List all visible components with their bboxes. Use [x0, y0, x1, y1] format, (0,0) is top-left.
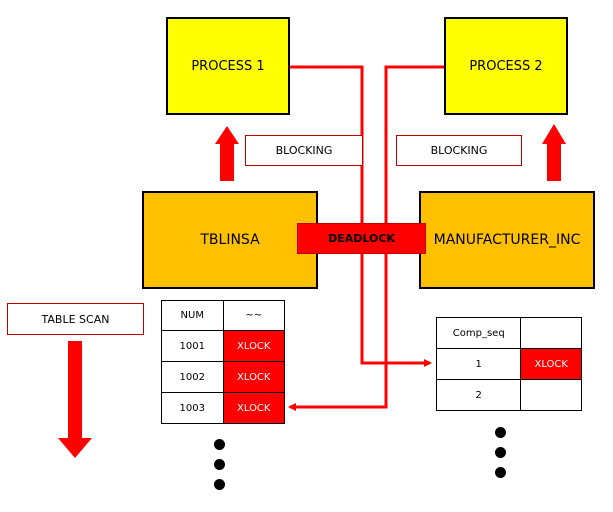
comp-seq-lock-grid: Comp_seq 1 XLOCK 2	[435, 317, 582, 411]
ellipsis-dot	[495, 447, 506, 458]
process1-to-comp-row-line	[288, 65, 432, 367]
comp-seq-cell: 2	[435, 379, 522, 411]
blocking-label-left: BLOCKING	[245, 135, 363, 166]
deadlock-label: DEADLOCK	[297, 223, 426, 254]
process-1-label: PROCESS 1	[191, 58, 265, 74]
grid-header-cell	[520, 317, 582, 349]
grid-header-cell: Comp_seq	[435, 317, 522, 349]
table-scan-label: TABLE SCAN	[7, 303, 144, 335]
blocking-up-arrow-right	[542, 124, 566, 181]
xlock-cell: XLOCK	[222, 330, 285, 362]
ellipsis-dot	[495, 427, 506, 438]
grid-header-cell: NUM	[161, 300, 224, 331]
xlock-cell: XLOCK	[222, 361, 285, 393]
blocking-label-right: BLOCKING	[396, 135, 522, 166]
empty-cell	[520, 379, 582, 411]
ellipsis-dot	[214, 439, 225, 450]
xlock-cell: XLOCK	[520, 348, 582, 380]
table-scan-down-arrow	[58, 341, 92, 458]
table-manufacturer-box: MANUFACTURER_INC	[419, 191, 595, 289]
table-row: 1 XLOCK	[435, 348, 582, 380]
table-row: 1003 XLOCK	[161, 392, 285, 424]
table-row: 2	[435, 379, 582, 411]
grid-header-row: Comp_seq	[435, 317, 582, 349]
comp-seq-cell: 1	[435, 348, 522, 380]
num-cell: 1003	[161, 392, 224, 424]
blocking-up-arrow-left	[215, 126, 239, 181]
ellipsis-dot	[214, 479, 225, 490]
grid-header-row: NUM ~~	[161, 300, 285, 331]
xlock-cell: XLOCK	[222, 392, 285, 424]
ellipsis-dot	[495, 467, 506, 478]
num-cell: 1002	[161, 361, 224, 393]
num-cell: 1001	[161, 330, 224, 362]
table-row: 1002 XLOCK	[161, 361, 285, 393]
num-lock-grid: NUM ~~ 1001 XLOCK 1002 XLOCK 1003 XLOCK	[161, 300, 285, 424]
table-row: 1001 XLOCK	[161, 330, 285, 362]
process-1-box: PROCESS 1	[166, 17, 290, 115]
grid-header-cell: ~~	[222, 300, 285, 331]
ellipsis-dot	[214, 459, 225, 470]
process-2-label: PROCESS 2	[469, 58, 543, 74]
table-tblinsa-label: TBLINSA	[200, 232, 260, 248]
process-2-box: PROCESS 2	[444, 17, 568, 115]
table-tblinsa-box: TBLINSA	[142, 191, 318, 289]
table-manufacturer-label: MANUFACTURER_INC	[433, 232, 581, 248]
